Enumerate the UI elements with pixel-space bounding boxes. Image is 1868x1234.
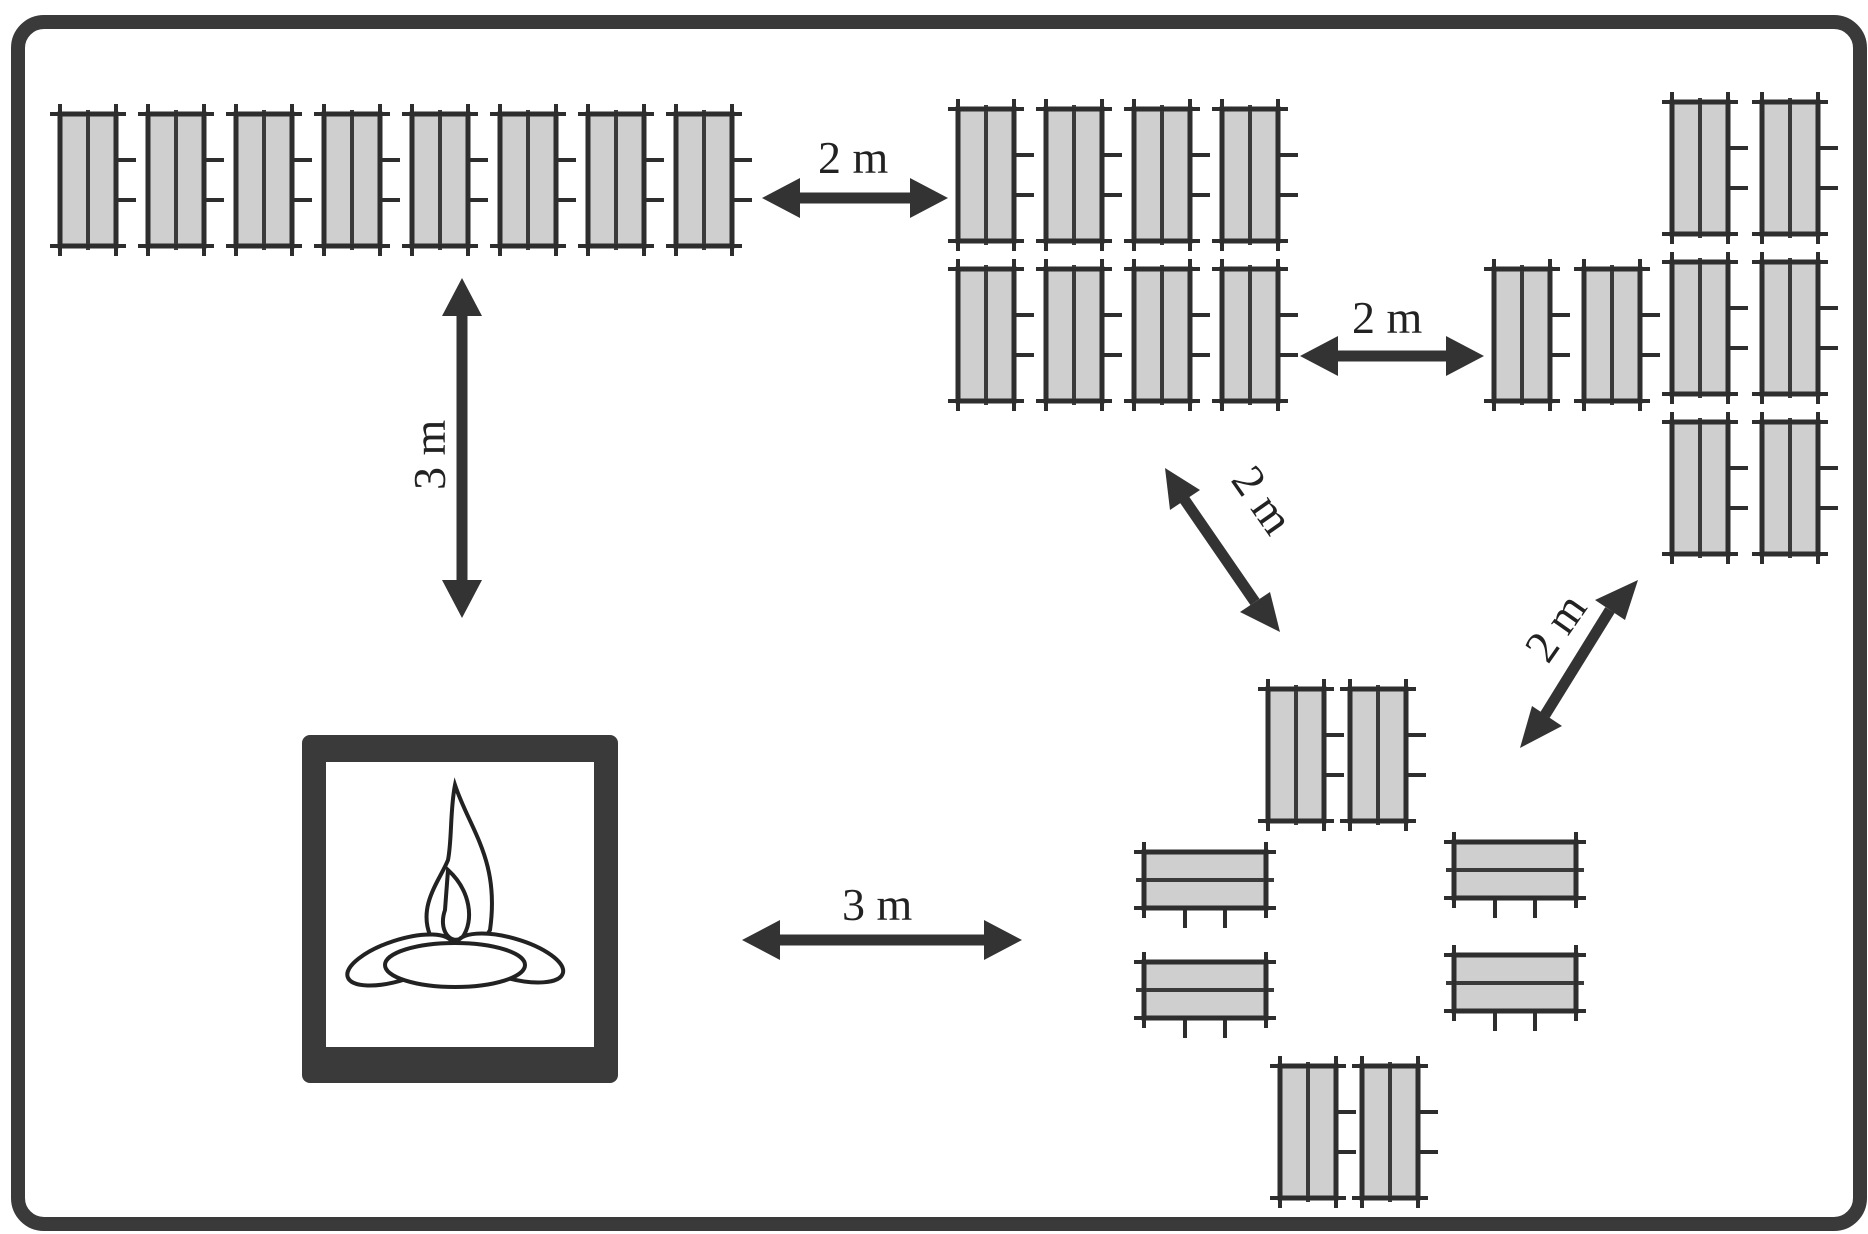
distance-arrow-block-to-tshape: 2 m bbox=[1300, 292, 1484, 376]
distance-arrow-row-to-fire: 3 m bbox=[404, 278, 482, 618]
distance-label: 3 m bbox=[404, 420, 455, 491]
campfire-box bbox=[302, 735, 618, 1083]
campfire-icon bbox=[345, 777, 566, 989]
distance-label: 2 m bbox=[818, 132, 889, 183]
distance-arrow-row-to-block: 2 m bbox=[762, 132, 948, 218]
distance-label: 3 m bbox=[842, 879, 913, 930]
distance-arrow-fire-to-circle: 3 m bbox=[742, 879, 1022, 960]
distance-label: 2 m bbox=[1352, 292, 1423, 343]
